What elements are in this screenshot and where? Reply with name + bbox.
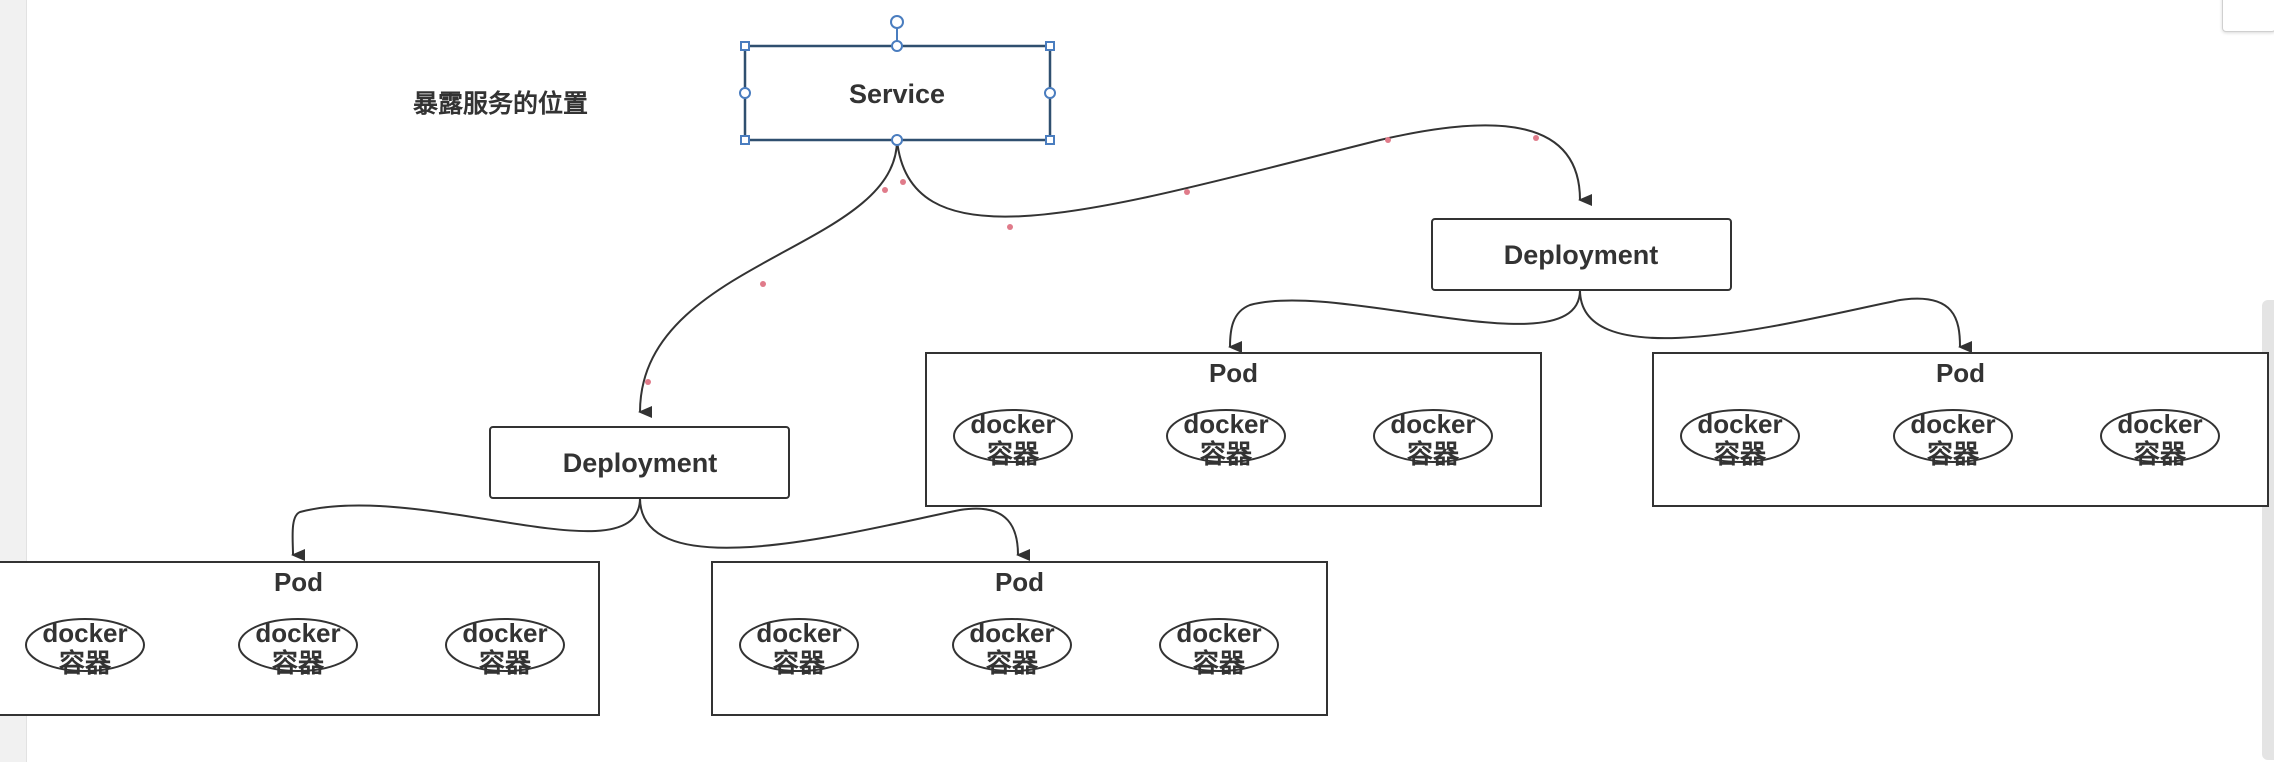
container-label-docker: docker <box>1697 409 1782 439</box>
container-label-cn: 容器 <box>987 439 1040 469</box>
container-label-docker: docker <box>2117 409 2202 439</box>
edge-deployment-right-to-pod-4[interactable] <box>1579 289 1973 353</box>
container-label-cn: 容器 <box>1407 439 1460 469</box>
container-label-docker: docker <box>462 618 547 648</box>
container-label-cn: 容器 <box>1193 648 1246 678</box>
container-label-docker: docker <box>970 409 1055 439</box>
selection-handles[interactable] <box>739 15 1056 146</box>
container-label-cn: 容器 <box>59 648 112 678</box>
resize-handle-sw[interactable] <box>740 135 750 145</box>
rotate-handle[interactable] <box>890 15 904 29</box>
comment-icon[interactable] <box>2222 0 2274 32</box>
edge-deployment-left-to-pod-2[interactable] <box>639 497 1031 561</box>
container-label-cn: 容器 <box>1927 439 1980 469</box>
pod-label: Pod <box>1936 358 1985 388</box>
container-label-cn: 容器 <box>272 648 325 678</box>
container-label-docker: docker <box>42 618 127 648</box>
connect-point-left[interactable] <box>739 87 751 99</box>
connect-point-right[interactable] <box>1044 87 1056 99</box>
connect-point-top[interactable] <box>891 40 903 52</box>
container-label-cn: 容器 <box>773 648 826 678</box>
pod-label: Pod <box>274 567 323 597</box>
edge-waypoints <box>645 135 1539 385</box>
container-label-cn: 容器 <box>986 648 1039 678</box>
edge-service-to-deployment-right[interactable] <box>896 124 1593 218</box>
service-label: Service <box>849 79 945 109</box>
container-label-docker: docker <box>1176 618 1261 648</box>
resize-handle-ne[interactable] <box>1045 41 1055 51</box>
service-node[interactable]: Service <box>743 44 1052 142</box>
edge-service-to-deployment-left[interactable] <box>638 139 898 419</box>
container-label-cn: 容器 <box>1714 439 1767 469</box>
container-label-docker: docker <box>756 618 841 648</box>
edge-deployment-left-to-pod-1[interactable] <box>291 497 641 561</box>
deployment-label: Deployment <box>1504 240 1659 270</box>
container-label-docker: docker <box>969 618 1054 648</box>
deployment-node-right[interactable]: Deployment <box>1431 218 1732 291</box>
annotation-text: 暴露服务的位置 <box>413 89 588 118</box>
container-label-cn: 容器 <box>1200 439 1253 469</box>
container-label-cn: 容器 <box>479 648 532 678</box>
pod-label: Pod <box>1209 358 1258 388</box>
container-label-cn: 容器 <box>2134 439 2187 469</box>
pods-layer: Poddocker容器docker容器docker容器Poddocker容器do… <box>0 352 2269 716</box>
deployment-label: Deployment <box>563 448 718 478</box>
container-label-docker: docker <box>1910 409 1995 439</box>
resize-handle-se[interactable] <box>1045 135 1055 145</box>
container-label-docker: docker <box>1390 409 1475 439</box>
edge-deployment-right-to-pod-3[interactable] <box>1228 289 1581 354</box>
container-label-docker: docker <box>1183 409 1268 439</box>
pod-label: Pod <box>995 567 1044 597</box>
resize-handle-nw[interactable] <box>740 41 750 51</box>
container-label-docker: docker <box>255 618 340 648</box>
connect-point-bottom[interactable] <box>891 134 903 146</box>
deployment-node-left[interactable]: Deployment <box>489 426 790 499</box>
